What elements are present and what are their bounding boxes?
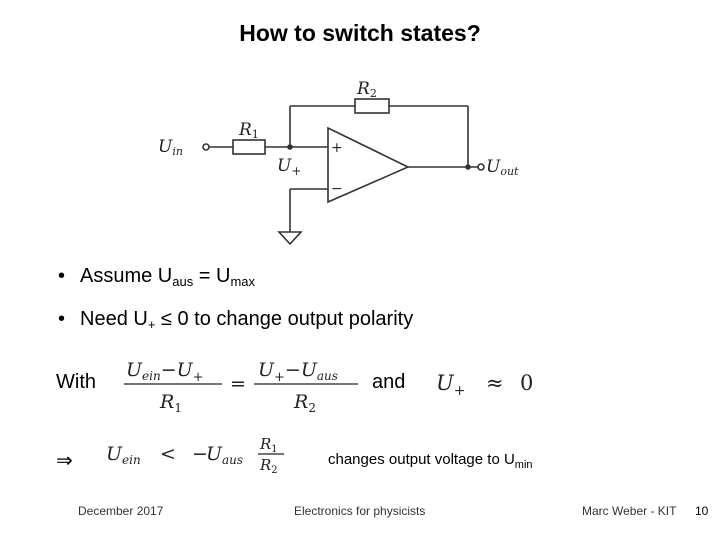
switching-condition: Uein < − Uaus R1 R2	[106, 435, 284, 476]
uout-label: U	[486, 157, 501, 177]
uplus-approx-zero: U+ ≈ 0	[436, 371, 533, 399]
svg-text:R1: R1	[238, 120, 259, 141]
footer-author: Marc Weber - KIT	[582, 504, 677, 518]
svg-text:R2: R2	[356, 79, 377, 100]
changes-output-text: changes output voltage to Umin	[328, 451, 533, 471]
current-balance-equation: Uein−U+ R1 = U+−Uaus R2	[124, 359, 358, 414]
svg-text:R1: R1	[159, 391, 182, 414]
output-terminal	[477, 163, 485, 171]
svg-text:R2: R2	[293, 391, 316, 414]
r1-label: R	[238, 120, 252, 140]
uplus-label: U	[277, 156, 292, 176]
implies-symbol: ⇒	[56, 450, 73, 472]
svg-text:−: −	[192, 443, 208, 465]
junction-node	[465, 164, 471, 170]
with-label: With	[56, 371, 96, 393]
input-terminal	[202, 143, 210, 151]
svg-text:<: <	[160, 443, 176, 465]
r2-label: R	[356, 79, 370, 99]
bullet-assume: •Assume Uaus = Umax	[58, 265, 256, 289]
ground-icon	[277, 231, 303, 246]
minus-input-sign: −	[331, 181, 343, 197]
inverting-schmitt-trigger-circuit: R2 R1 Uin U+ Uout + −	[158, 79, 519, 246]
svg-text:Uaus: Uaus	[206, 443, 243, 467]
svg-text:Uin: Uin	[158, 137, 183, 158]
svg-text:U+: U+	[277, 156, 301, 178]
op-amp	[327, 126, 410, 204]
svg-text:Uein: Uein	[106, 443, 141, 467]
footer-course: Electronics for physicists	[294, 504, 426, 518]
page-number: 10	[695, 504, 709, 518]
resistor-r1	[232, 139, 266, 155]
svg-text:U+−Uaus: U+−Uaus	[258, 359, 338, 385]
uin-label: U	[158, 137, 173, 157]
svg-text:Uein−U+: Uein−U+	[126, 359, 204, 385]
and-label: and	[372, 371, 406, 393]
svg-text:Uout: Uout	[486, 157, 519, 178]
bullet-need: •Need U+ ≤ 0 to change output polarity	[58, 308, 414, 332]
svg-text:U+: U+	[436, 371, 465, 399]
plus-input-sign: +	[331, 140, 343, 156]
junction-node	[287, 144, 293, 150]
svg-text:=: =	[230, 373, 246, 395]
svg-text:R2: R2	[259, 456, 278, 476]
svg-text:R1: R1	[259, 435, 278, 455]
slide-title: How to switch states?	[239, 20, 481, 46]
svg-text:≈: ≈	[486, 371, 504, 395]
resistor-r2	[354, 98, 390, 114]
svg-text:0: 0	[520, 371, 533, 395]
footer-date: December 2017	[78, 504, 164, 518]
